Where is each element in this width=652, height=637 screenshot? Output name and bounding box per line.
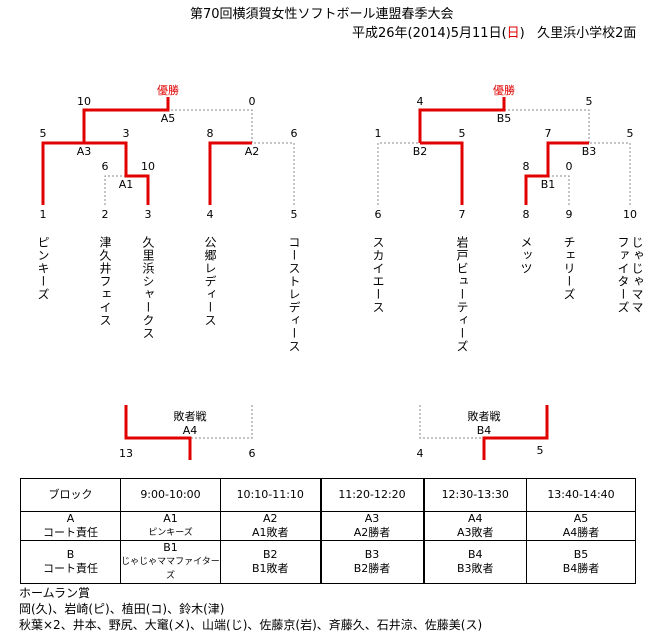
losing-paths — [104, 109, 631, 439]
header-slot-1: 9:00-10:00 — [120, 478, 221, 512]
header-slot-3: 11:20-12:20 — [319, 478, 424, 512]
schedule-table: ブロック 9:00-10:00 10:10-11:10 11:20-12:20 … — [20, 478, 636, 584]
score-b5-left: 4 — [416, 95, 424, 108]
schedule-header-row: ブロック 9:00-10:00 10:10-11:10 11:20-12:20 … — [20, 478, 636, 512]
team-name-7: 岩戸ビューティーズ — [455, 236, 469, 353]
team-number-5: 5 — [290, 208, 298, 221]
score-a3-left: 5 — [39, 127, 47, 140]
score-a2-right: 6 — [290, 127, 298, 140]
winner-label-a: 優勝 — [157, 84, 179, 97]
game-label-b5: B5 — [496, 112, 512, 125]
score-b2-right: 5 — [458, 127, 466, 140]
team-number-9: 9 — [565, 208, 573, 221]
game-label-b3: B3 — [581, 145, 597, 158]
team-name-10: じゃじゃママ ファイターズ — [616, 236, 644, 314]
home-run-heading: ホームラン賞 — [19, 586, 91, 600]
score-b1-right: 0 — [565, 160, 573, 173]
score-b4-left: 4 — [416, 447, 424, 460]
game-label-a4: A4 — [182, 424, 198, 437]
score-b3-right: 5 — [626, 127, 634, 140]
winning-paths — [41, 97, 589, 460]
team-name-9: チェリーズ — [562, 236, 576, 301]
winner-label-b: 優勝 — [493, 84, 515, 97]
home-run-line-2: 秋葉×2、井本、野尻、大竃(メ)、山端(じ)、佐藤京(岩)、斉藤久、石井涼、佐藤… — [19, 618, 483, 632]
score-a2-left: 8 — [206, 127, 214, 140]
score-b4-right: 5 — [536, 444, 544, 457]
home-run-awards: ホームラン賞 岡(久)、岩崎(ピ)、植田(コ)、鈴木(津) 秋葉×2、井本、野尻… — [19, 585, 482, 633]
score-b3-left: 7 — [544, 127, 552, 140]
game-label-a3: A3 — [76, 145, 92, 158]
consolation-label-b: 敗者戦 — [467, 410, 501, 423]
game-label-a5: A5 — [160, 112, 176, 125]
tournament-title: 第70回横須賀女性ソフトボール連盟春季大会 — [190, 7, 454, 22]
game-label-b2: B2 — [412, 145, 428, 158]
team-number-6: 6 — [374, 208, 382, 221]
score-a1-right: 10 — [141, 160, 155, 173]
game-label-a1: A1 — [118, 178, 134, 191]
venue: 久里浜小学校2面 — [537, 26, 637, 41]
game-label-b1: B1 — [540, 178, 556, 191]
team-name-8: メッツ — [519, 236, 533, 275]
score-a4-left: 13 — [119, 447, 133, 460]
team-name-6: スカイエース — [371, 236, 385, 314]
score-b5-right: 5 — [585, 95, 593, 108]
consolation-label-a: 敗者戦 — [173, 410, 207, 423]
header-slot-4: 12:30-13:30 — [422, 478, 527, 512]
score-a1-left: 6 — [101, 160, 109, 173]
score-a5-right: 0 — [248, 95, 256, 108]
team-name-4: 公郷レディース — [203, 236, 217, 327]
team-name-1: ピンキーズ — [36, 236, 50, 301]
team-number-1: 1 — [39, 208, 47, 221]
team-number-8: 8 — [522, 208, 530, 221]
team-number-10: 10 — [623, 208, 637, 221]
score-b2-left: 1 — [374, 127, 382, 140]
score-b1-left: 8 — [522, 160, 530, 173]
header-slot-2: 10:10-11:10 — [220, 478, 321, 512]
score-a3-right: 3 — [122, 127, 130, 140]
header-slot-5: 13:40-14:40 — [526, 478, 636, 512]
bracket-lines — [41, 97, 631, 460]
team-name-2: 津久井フェイス — [98, 236, 112, 327]
home-run-line-1: 岡(久)、岩崎(ピ)、植田(コ)、鈴木(津) — [19, 602, 225, 616]
team-number-3: 3 — [144, 208, 152, 221]
team-number-7: 7 — [458, 208, 466, 221]
score-a4-right: 6 — [248, 447, 256, 460]
header-block: ブロック — [20, 478, 121, 512]
team-number-4: 4 — [206, 208, 214, 221]
date-venue: 平成26年(2014)5月11日(日) 久里浜小学校2面 — [352, 26, 637, 41]
game-label-b4: B4 — [476, 424, 492, 437]
team-name-3: 久里浜シャークス — [141, 236, 155, 340]
score-a5-left: 10 — [77, 95, 91, 108]
team-number-2: 2 — [101, 208, 109, 221]
game-label-a2: A2 — [244, 145, 260, 158]
day-of-week: 日 — [506, 26, 520, 41]
team-name-5: コーストレディース — [287, 236, 301, 353]
